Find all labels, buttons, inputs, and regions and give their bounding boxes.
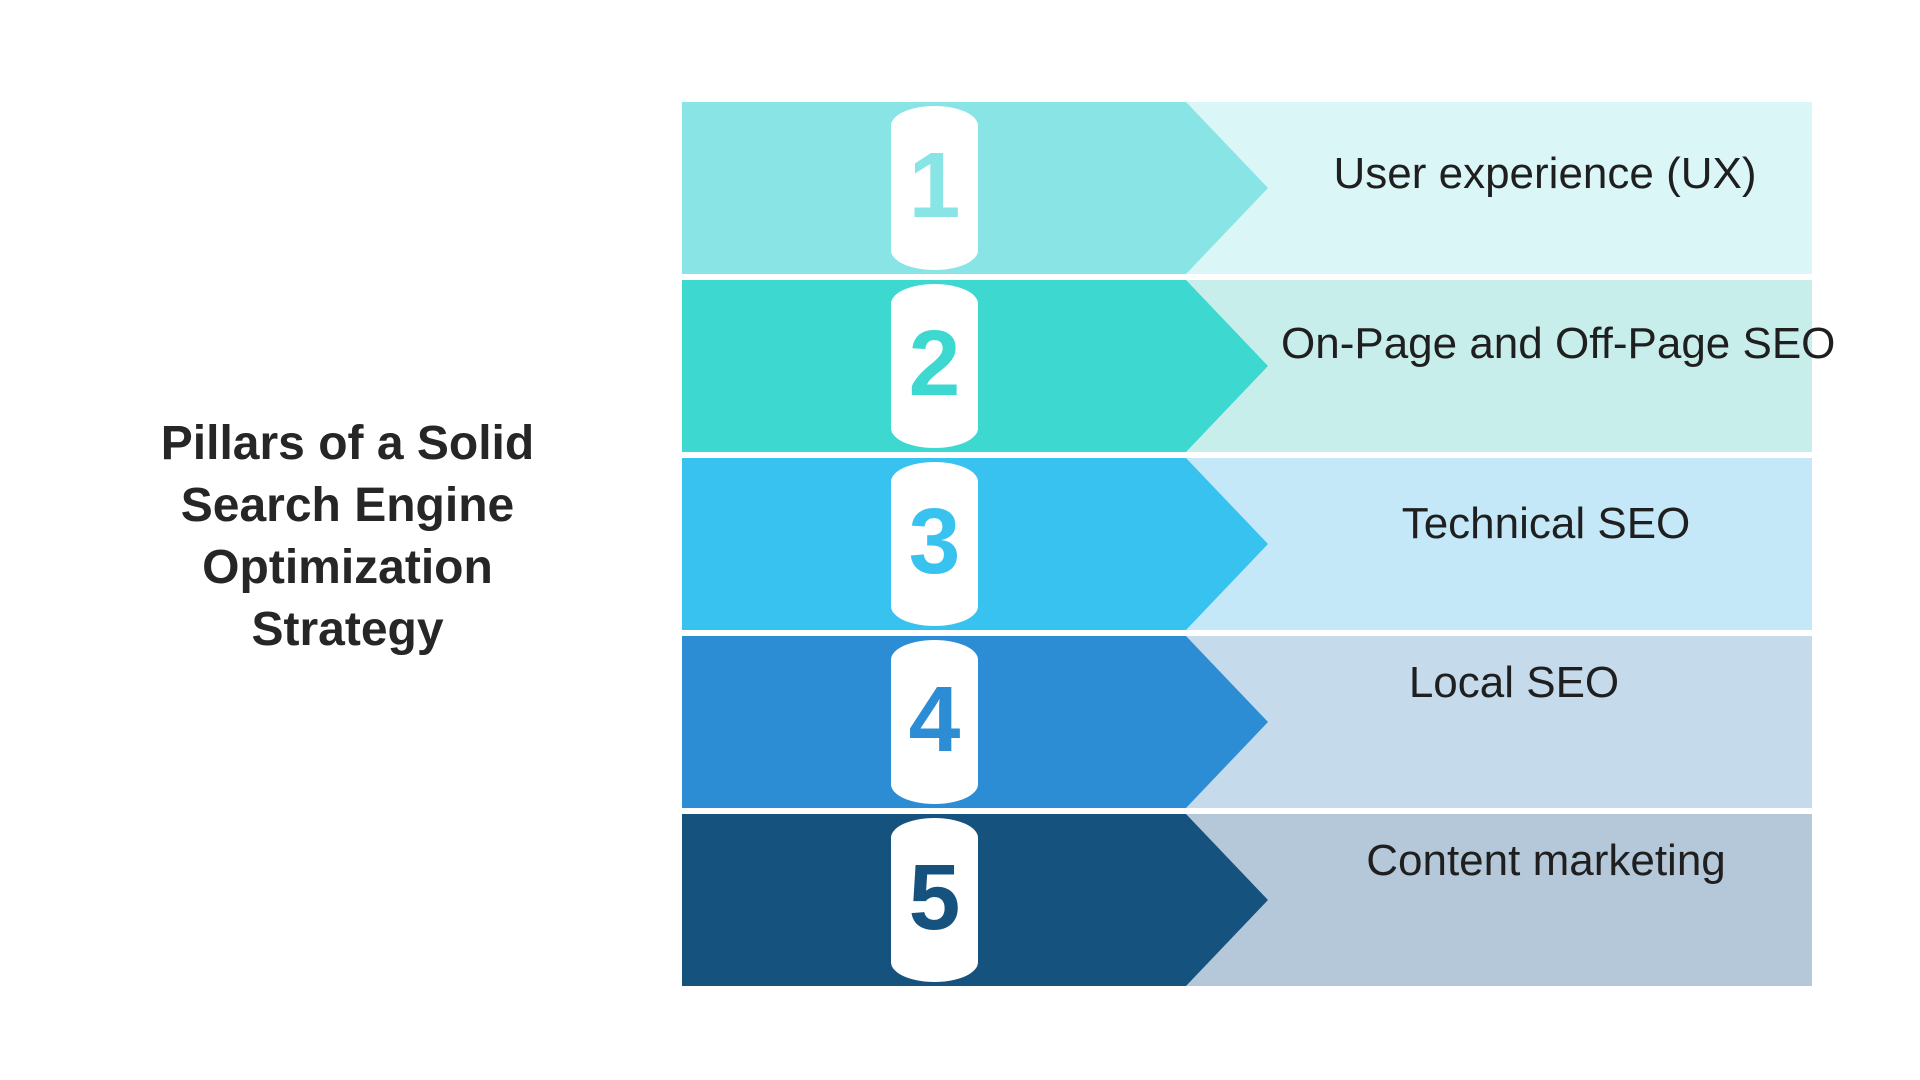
pillar-label: Content marketing — [1366, 836, 1726, 885]
pillar-number: 5 — [908, 844, 961, 949]
title-line-1: Pillars of a Solid — [160, 417, 535, 470]
pillar-label-background — [1186, 814, 1812, 986]
title-line-4: Strategy — [251, 603, 444, 656]
pillar-number: 2 — [908, 310, 961, 415]
pillar-label: Local SEO — [1408, 658, 1620, 707]
pillar-number-badge: 2 — [891, 284, 978, 448]
pillar-label-background — [1186, 636, 1812, 808]
pillar-number-badge: 1 — [891, 106, 978, 270]
pillar-row: 1 User experience (UX) — [682, 102, 1812, 274]
pillar-row: 4 Local SEO — [682, 636, 1812, 808]
pillar-number: 1 — [908, 132, 961, 237]
pillar-number-badge: 3 — [891, 462, 978, 626]
pillar-row: 2 On-Page and Off-Page SEO — [682, 280, 1835, 452]
pillar-number-badge: 4 — [891, 640, 978, 804]
pillar-label-background — [1186, 280, 1812, 452]
pillar-number-badge: 5 — [891, 818, 978, 982]
pillar-list: 1 User experience (UX) 2 On-Page and Off… — [682, 102, 1835, 986]
pillar-label: Technical SEO — [1401, 499, 1691, 548]
title-line-2: Search Engine — [180, 479, 515, 532]
pillar-number: 3 — [908, 488, 961, 593]
pillar-label: On-Page and Off-Page SEO — [1281, 319, 1836, 368]
pillar-label-background — [1186, 458, 1812, 630]
pillar-label: User experience (UX) — [1333, 149, 1757, 198]
title-line-3: Optimization — [202, 541, 493, 594]
diagram-title: Pillars of a Solid Search Engine Optimiz… — [95, 413, 600, 661]
pillar-number: 4 — [908, 666, 961, 771]
pillar-row: 3 Technical SEO — [682, 458, 1812, 630]
pillar-row: 5 Content marketing — [682, 814, 1812, 986]
pillar-label-background — [1186, 102, 1812, 274]
